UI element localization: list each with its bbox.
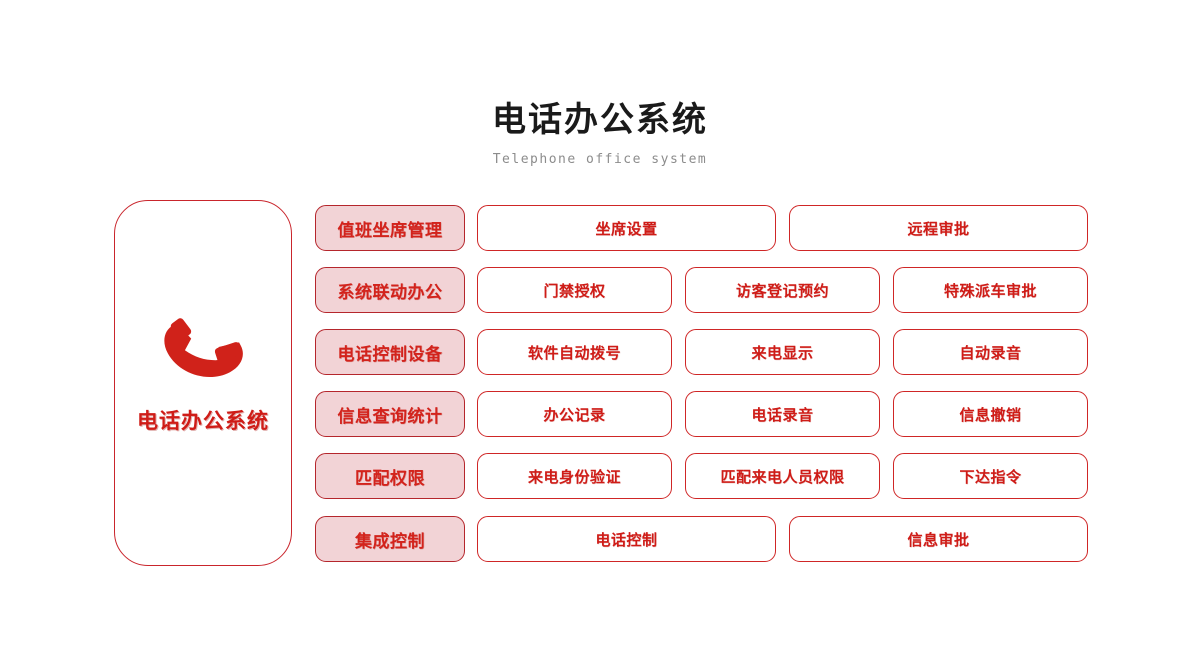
item-box[interactable]: 访客登记预约 bbox=[685, 267, 880, 313]
item-box[interactable]: 信息审批 bbox=[789, 516, 1088, 562]
module-row: 值班坐席管理 坐席设置 远程审批 bbox=[315, 205, 1088, 251]
category-label-5[interactable]: 匹配权限 bbox=[315, 453, 465, 499]
page-title: 电话办公系统 bbox=[492, 101, 708, 139]
module-row: 匹配权限 来电身份验证 匹配来电人员权限 下达指令 bbox=[315, 453, 1088, 499]
row-items-1: 坐席设置 远程审批 bbox=[477, 205, 1088, 251]
module-row: 信息查询统计 办公记录 电话录音 信息撤销 bbox=[315, 391, 1088, 437]
category-label-1[interactable]: 值班坐席管理 bbox=[315, 205, 465, 251]
module-row: 系统联动办公 门禁授权 访客登记预约 特殊派车审批 bbox=[315, 267, 1088, 313]
hero-panel: 电话办公系统 bbox=[114, 200, 292, 566]
hero-label: 电话办公系统 bbox=[137, 410, 269, 433]
row-items-4: 办公记录 电话录音 信息撤销 bbox=[477, 391, 1088, 437]
module-row: 集成控制 电话控制 信息审批 bbox=[315, 516, 1088, 562]
module-row: 电话控制设备 软件自动拨号 来电显示 自动录音 bbox=[315, 329, 1088, 375]
page-subtitle: Telephone office system bbox=[492, 152, 708, 167]
item-box[interactable]: 软件自动拨号 bbox=[477, 329, 672, 375]
item-box[interactable]: 信息撤销 bbox=[893, 391, 1088, 437]
item-box[interactable]: 办公记录 bbox=[477, 391, 672, 437]
item-box[interactable]: 特殊派车审批 bbox=[893, 267, 1088, 313]
item-box[interactable]: 远程审批 bbox=[789, 205, 1088, 251]
item-box[interactable]: 来电身份验证 bbox=[477, 453, 672, 499]
row-items-3: 软件自动拨号 来电显示 自动录音 bbox=[477, 329, 1088, 375]
item-box[interactable]: 坐席设置 bbox=[477, 205, 776, 251]
item-box[interactable]: 电话录音 bbox=[685, 391, 880, 437]
item-box[interactable]: 下达指令 bbox=[893, 453, 1088, 499]
category-label-6[interactable]: 集成控制 bbox=[315, 516, 465, 562]
item-box[interactable]: 门禁授权 bbox=[477, 267, 672, 313]
item-box[interactable]: 自动录音 bbox=[893, 329, 1088, 375]
row-items-5: 来电身份验证 匹配来电人员权限 下达指令 bbox=[477, 453, 1088, 499]
row-items-6: 电话控制 信息审批 bbox=[477, 516, 1088, 562]
category-label-2[interactable]: 系统联动办公 bbox=[315, 267, 465, 313]
page-header: 电话办公系统 Telephone office system bbox=[0, 98, 1200, 167]
item-box[interactable]: 电话控制 bbox=[477, 516, 776, 562]
item-box[interactable]: 匹配来电人员权限 bbox=[685, 453, 880, 499]
category-label-4[interactable]: 信息查询统计 bbox=[315, 391, 465, 437]
phone-handset-icon bbox=[164, 318, 243, 377]
item-box[interactable]: 来电显示 bbox=[685, 329, 880, 375]
row-items-2: 门禁授权 访客登记预约 特殊派车审批 bbox=[477, 267, 1088, 313]
category-label-3[interactable]: 电话控制设备 bbox=[315, 329, 465, 375]
